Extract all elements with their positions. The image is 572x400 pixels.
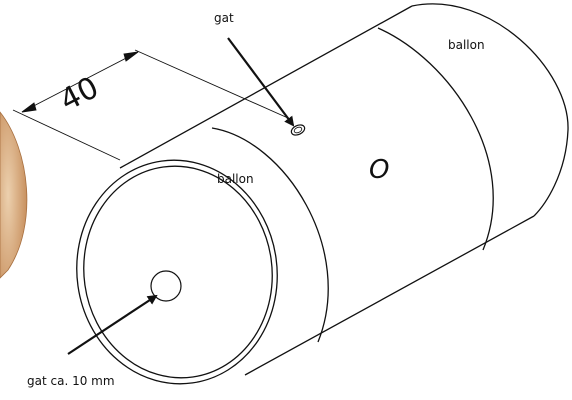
letter-label: O — [369, 155, 389, 185]
top-hole-inner — [293, 126, 303, 134]
top-hole — [290, 124, 306, 136]
hole-top-label: gat — [214, 11, 234, 25]
balloon-left-label: ballon — [217, 172, 254, 186]
top-hole-arrow — [227, 37, 295, 127]
front-hole-arrow — [67, 294, 158, 355]
cylinder — [76, 3, 569, 385]
balloon-right-label: ballon — [448, 38, 485, 52]
hole-bottom-label: gat ca. 10 mm — [27, 374, 115, 388]
dimension-lines — [12, 49, 289, 161]
wood-object — [0, 111, 28, 279]
front-hole — [150, 270, 182, 302]
dimension-label: 40 — [55, 70, 105, 119]
